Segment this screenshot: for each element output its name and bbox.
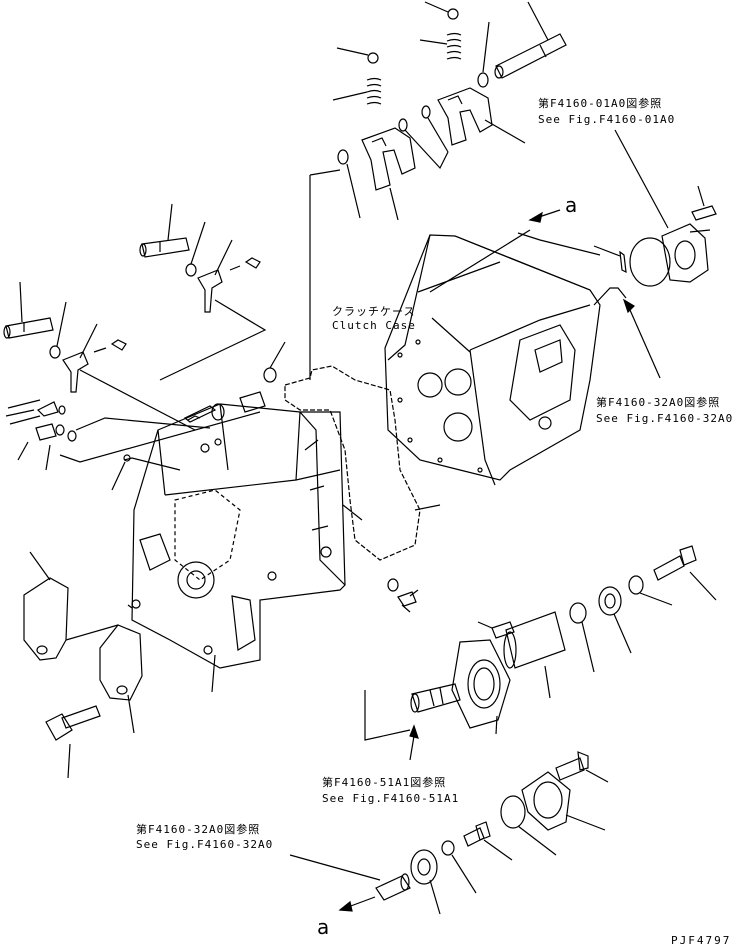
- washer-bottom: [441, 840, 477, 894]
- clutch-case-label-jp: クラッチケース: [332, 305, 416, 318]
- arrow-label-a-top: a: [565, 193, 578, 217]
- ref-bottom-left-jp: 第F4160-32A0図参照: [136, 823, 261, 836]
- clutch-case-label-en: Clutch Case: [332, 319, 416, 332]
- bolt-small-bottom: [463, 821, 513, 861]
- shift-fork-left: [361, 127, 416, 221]
- snap-ring-right: [477, 21, 490, 88]
- bolt-left: [45, 705, 101, 779]
- pointer-mid-right: [622, 298, 661, 379]
- washer-mid: [569, 602, 595, 673]
- ref-center-bottom-jp: 第F4160-51A1図参照: [322, 776, 447, 789]
- ball-top: [424, 1, 459, 20]
- spring-left: [332, 77, 382, 105]
- clutch-case: [384, 234, 627, 486]
- drawing-code: PJF4797: [671, 934, 732, 947]
- shift-rod-top: [494, 1, 567, 79]
- ball-left: [336, 47, 379, 64]
- shift-lever-upper: [197, 239, 261, 313]
- snap-ring-left: [337, 149, 361, 219]
- ref-mid-right-en: See Fig.F4160-32A0: [596, 412, 734, 425]
- shift-shaft-lower: [3, 281, 67, 359]
- ref-top-right-en: See Fig.F4160-01A0: [538, 113, 676, 126]
- shift-lever-lower: [62, 323, 127, 393]
- bearing-mid: [598, 586, 632, 654]
- o-ring-bottom: [500, 795, 557, 856]
- leader-to-clutch-case: [309, 169, 411, 741]
- bearing-bottom: [410, 849, 441, 915]
- oil-seal-small: [263, 341, 286, 383]
- cover-top-right: [614, 129, 717, 287]
- gasket: [284, 365, 441, 561]
- transmission-case: [111, 391, 346, 693]
- plug-and-washer: [387, 578, 419, 613]
- bearing-collar: [503, 611, 566, 699]
- input-shaft: [409, 683, 461, 761]
- guide-lines-left: [59, 299, 267, 463]
- ref-bottom-left-en: See Fig.F4160-32A0: [136, 838, 274, 851]
- clamp-half-lower: [65, 604, 143, 734]
- ref-mid-right-jp: 第F4160-32A0図参照: [596, 396, 721, 409]
- snap-rings-mid: [398, 105, 449, 170]
- bearing-retainer: [451, 639, 511, 735]
- ref-top-right-jp: 第F4160-01A0図参照: [538, 97, 663, 110]
- sensor-switches: [5, 399, 77, 471]
- clutch-case-leaders: [417, 229, 531, 353]
- washer-right: [628, 575, 673, 606]
- clamp-half-upper: [23, 551, 69, 661]
- arrow-a-bottom: [338, 896, 376, 912]
- bolt-long: [653, 545, 717, 601]
- bolt-bottom-right: [555, 751, 609, 783]
- bolt-small: [477, 621, 515, 639]
- ref-center-bottom-en: See Fig.F4160-51A1: [322, 792, 460, 805]
- arrow-label-a-bottom: a: [317, 915, 330, 939]
- shift-shaft-upper: [139, 203, 206, 277]
- shaft-stub-bottom: [289, 854, 411, 901]
- cover-bottom-right: [521, 771, 606, 831]
- arrow-a-top: [517, 209, 601, 256]
- shift-fork-right: [437, 87, 526, 146]
- spring-top: [419, 32, 462, 60]
